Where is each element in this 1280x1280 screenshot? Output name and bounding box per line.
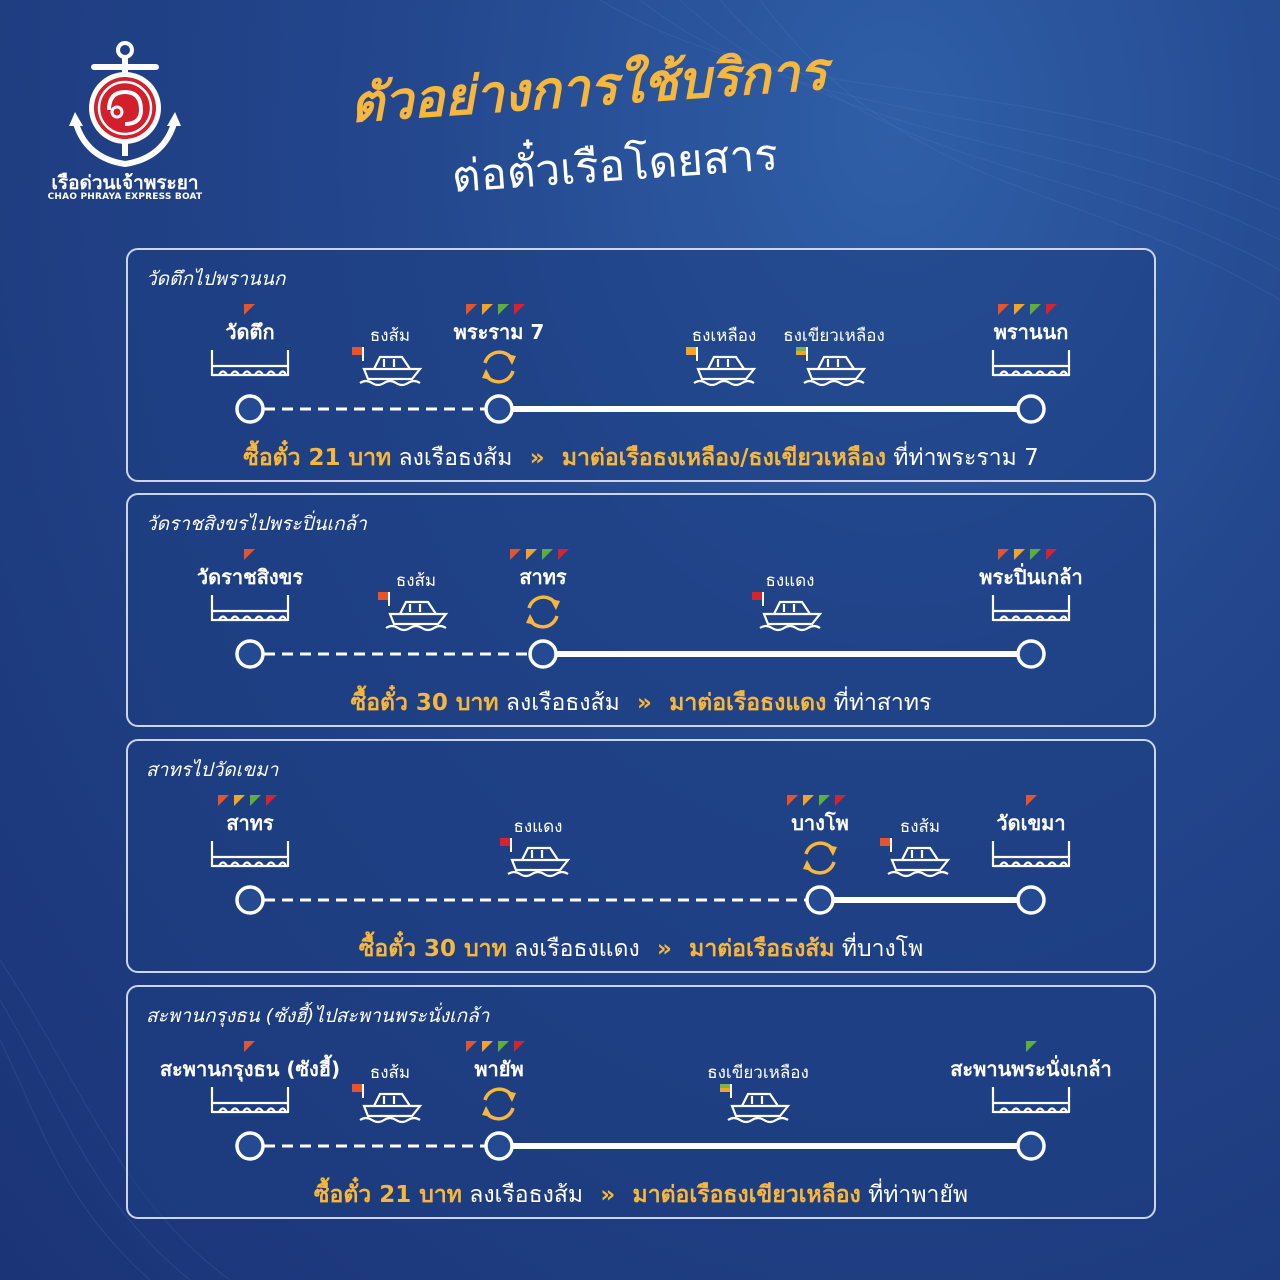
stop-start: สะพานกรุงธน (ซังฮี้) [159,1057,341,1081]
flag-set [244,300,260,315]
route-title: สะพานกรุงธน (ซังฮี้)ไปสะพานพระนั่งเกล้า [146,1005,490,1027]
route-card-2: วัดราชสิงขรไปพระปิ่นเกล้า วัดราชสิงขร ธง… [126,493,1156,727]
fare-text: ซื้อตั๋ว 30 บาท [358,936,507,962]
board-text: ลงเรือธงส้ม [469,1182,584,1208]
flag-set [1026,791,1042,806]
stop-end: สะพานพระนั่งเกล้า [950,1057,1112,1081]
route-card-3: สาทรไปวัดเขมา สาทร ธงแดง บางโพ ธงส้ม วัด… [126,739,1156,973]
pier-icon [991,1087,1071,1114]
arrow-icon: » [657,936,672,962]
stop-start: วัดตึก [225,320,275,344]
stop-transfer: บางโพ [791,811,849,835]
brand-name-thai: เรือด่วนเจ้าพระยา [51,172,199,194]
flag-set [1026,1037,1042,1052]
board-text: ลงเรือธงแดง [514,936,640,962]
route-caption: ซื้อตั๋ว 21 บาท ลงเรือธงส้ม » มาต่อเรือธ… [128,440,1154,476]
pier-icon [991,841,1071,868]
flag-set [466,300,530,315]
flag-set [787,791,851,806]
flag-set [998,545,1062,560]
transfer-place-text: ที่บางโพ [841,936,924,962]
arrow-icon: » [600,1182,616,1208]
boat-orange-flag-icon [880,838,951,878]
transfer-place-text: ที่ท่าสาทร [833,690,932,716]
pier-icon [991,595,1071,622]
brand-name-english: CHAO PHRAYA EXPRESS BOAT [47,192,203,202]
transfer-place-text: ที่ท่าพระราม 7 [893,445,1039,471]
route-line [235,639,1046,669]
flag-set [510,545,574,560]
boat-label: ธงเหลือง [691,326,757,346]
route-caption: ซื้อตั๋ว 30 บาท ลงเรือธงส้ม » มาต่อเรือธ… [128,685,1154,721]
route-card-4: สะพานกรุงธน (ซังฮี้)ไปสะพานพระนั่งเกล้า … [126,985,1156,1219]
pier-icon [210,841,290,868]
flag-set [998,300,1062,315]
stop-start: วัดราชสิงขร [196,565,304,589]
flag-set [218,791,282,806]
boat-yellow-flag-icon [686,347,757,387]
board-text: ลงเรือธงส้ม [398,445,513,471]
route-title: วัดราชสิงขรไปพระปิ่นเกล้า [146,513,367,535]
boat-red-flag-icon [500,838,571,878]
fare-text: ซื้อตั๋ว 30 บาท [350,690,499,716]
flag-set [244,545,260,560]
stop-transfer: สาทร [519,565,567,589]
boat-orange-flag-icon [352,1084,423,1124]
boat-green-yellow-flag-icon [720,1084,791,1124]
connect-text: มาต่อเรือธงเหลือง/ธงเขียวเหลือง [561,445,886,471]
boat-orange-flag-icon [352,347,423,387]
stop-start: สาทร [226,811,274,835]
stop-end: วัดเขมา [996,811,1066,835]
arrow-icon: » [529,445,545,471]
route-line [235,885,1046,915]
brand-logo: เรือด่วนเจ้าพระยา CHAO PHRAYA EXPRESS BO… [40,40,210,210]
pier-icon [210,595,290,622]
transfer-icon [803,841,837,875]
boat-orange-flag-icon [378,592,449,632]
boat-label: ธงเขียวเหลือง [707,1063,809,1083]
route-caption: ซื้อตั๋ว 21 บาท ลงเรือธงส้ม » มาต่อเรือธ… [128,1177,1154,1213]
transfer-icon [482,1087,516,1121]
stop-transfer: พายัพ [474,1057,524,1081]
flag-set [466,1037,530,1052]
flag-set [244,1037,260,1052]
connect-text: มาต่อเรือธงแดง [669,690,827,716]
stop-transfer: พระราม 7 [453,320,545,344]
boat-label: ธงส้ม [395,571,437,591]
route-line [235,394,1046,424]
route-title: วัดตึกไปพรานนก [146,268,286,290]
boat-red-flag-icon [752,592,823,632]
transfer-place-text: ที่ท่าพายัพ [868,1182,969,1208]
connect-text: มาต่อเรือธงเขียวเหลือง [632,1182,861,1208]
boat-label: ธงส้ม [369,326,411,346]
stop-end: พรานนก [993,320,1069,344]
board-text: ลงเรือธงส้ม [505,690,620,716]
boat-label: ธงแดง [765,571,815,591]
route-line [235,1131,1046,1161]
fare-text: ซื้อตั๋ว 21 บาท [313,1182,462,1208]
route-title: สาทรไปวัดเขมา [146,759,279,781]
stop-end: พระปิ่นเกล้า [979,565,1083,589]
pier-icon [210,350,290,377]
anchor-logo-icon [69,41,181,168]
transfer-icon [526,595,560,629]
boat-green-yellow-flag-icon [796,347,867,387]
boat-label: ธงส้ม [899,817,941,837]
fare-text: ซื้อตั๋ว 21 บาท [243,445,392,471]
arrow-icon: » [637,690,652,716]
route-caption: ซื้อตั๋ว 30 บาท ลงเรือธงแดง » มาต่อเรือธ… [128,931,1154,967]
boat-label: ธงแดง [513,817,563,837]
boat-label: ธงเขียวเหลือง [783,326,885,346]
pier-icon [210,1087,290,1114]
transfer-icon [482,350,516,384]
pier-icon [991,350,1071,377]
boat-label: ธงส้ม [369,1063,411,1083]
connect-text: มาต่อเรือธงส้ม [689,936,835,962]
route-card-1: วัดตึกไปพรานนก วัดตึก ธงส้ม พระราม 7 ธงเ… [126,248,1156,482]
